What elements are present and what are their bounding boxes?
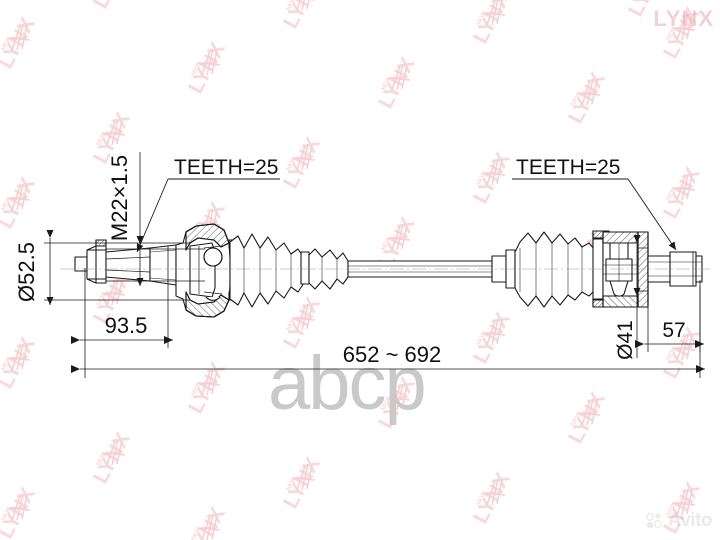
dimension-left-stub-length — [71, 246, 173, 348]
label-teeth-left: TEETH=25 — [174, 156, 278, 179]
dimension-right-stub-length — [635, 286, 704, 352]
dimension-thread-spec — [106, 152, 205, 286]
dimension-label-thread-spec: M22×1.5 — [107, 155, 132, 241]
leader-teeth-right — [512, 178, 677, 251]
dimension-label-left-stub-length: 93.5 — [105, 313, 148, 338]
dimension-label-outer-diameter: Ø52.5 — [14, 242, 39, 302]
outer-cv-joint — [175, 223, 236, 318]
dimension-label-right-stub-length: 57 — [662, 319, 685, 342]
avito-watermark-text: Avito — [667, 510, 713, 531]
leader-teeth-left — [136, 178, 280, 253]
outer-cv-boot — [229, 233, 310, 308]
dimension-label-overall-length: 652 ~ 692 — [343, 342, 441, 367]
avito-logo-icon — [645, 513, 662, 529]
label-teeth-right: TEETH=25 — [516, 156, 620, 179]
dimension-label-inner-diameter: Ø41 — [614, 320, 637, 360]
dimension-outer-diameter — [44, 230, 190, 305]
abcp-watermark-text: abcp — [268, 341, 427, 426]
lynx-brand-logo: LYNX — [653, 6, 714, 31]
